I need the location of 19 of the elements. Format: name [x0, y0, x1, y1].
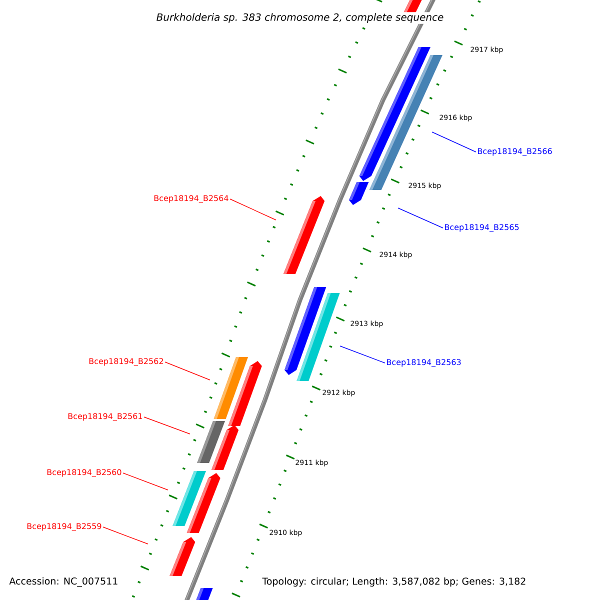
gene-label: Bcep18194_B2562	[89, 358, 163, 366]
leader-line	[230, 198, 276, 220]
title: Burkholderia sp. 383 chromosome 2, complete sequence	[155, 12, 445, 24]
gene-label: Bcep18194_B2561	[68, 413, 142, 421]
leader-line	[102, 526, 148, 544]
leader-line	[398, 208, 444, 228]
gene-label: Bcep18194_B2564	[154, 195, 228, 203]
gene-label: Bcep18194_B2560	[47, 469, 122, 477]
leader-line	[432, 132, 476, 152]
leader-line	[340, 346, 386, 364]
gene-label: Bcep18194_B2565	[445, 224, 519, 232]
gene-label: Bcep18194_B2559	[27, 523, 102, 531]
gene-label: Bcep18194_B2563	[387, 359, 461, 367]
gene-label: Bcep18194_B2566	[478, 148, 552, 156]
leader-line	[122, 472, 168, 490]
summary-text: Topology: circular; Length: 3,587,082 bp; Genes: 3,182	[261, 576, 528, 588]
leader-line	[164, 362, 210, 380]
leader-line	[144, 416, 190, 434]
accession-text: Accession: NC_007511	[8, 576, 120, 588]
